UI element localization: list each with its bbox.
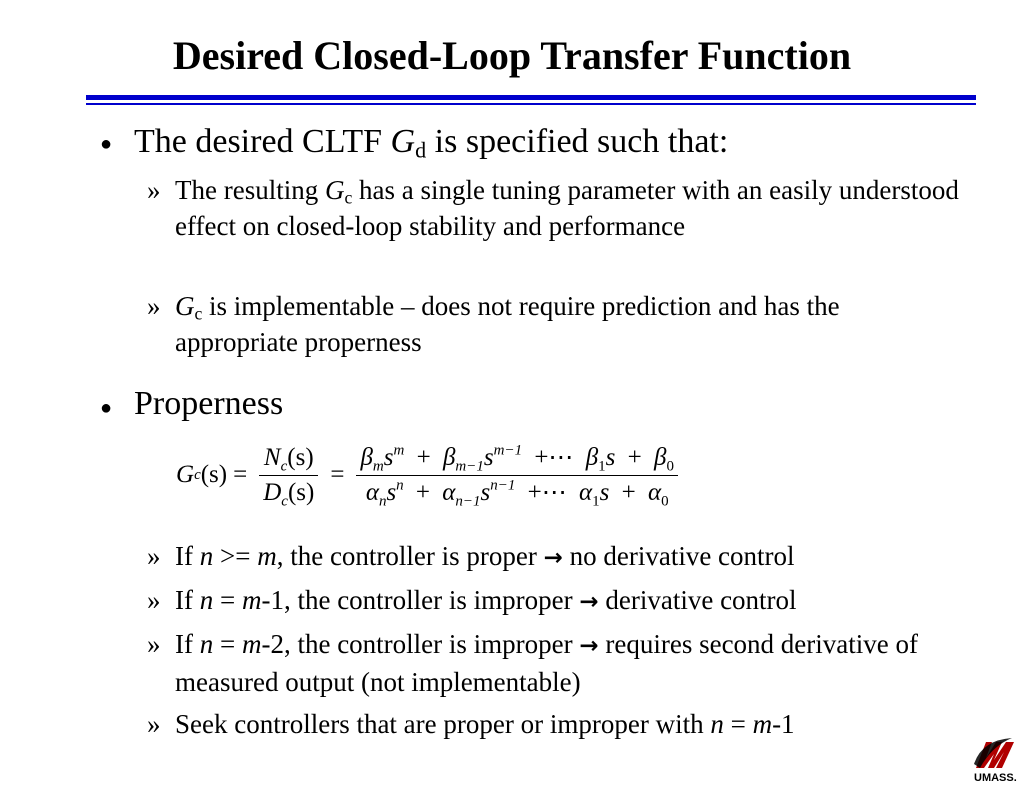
- numerator-polynomial: βmsm + βm−1sm−1 +⋯ β1s + β0: [360, 442, 674, 474]
- subbullet-proper: » If n >= m, the controller is proper → …: [147, 541, 795, 571]
- subbullet-seek-controllers: » Seek controllers that are proper or im…: [147, 709, 795, 739]
- title-rule-thin: [86, 103, 976, 105]
- subbullet-improper-m1: » If n = m-1, the controller is improper…: [147, 585, 797, 615]
- ratio-fraction: Nc(s) Dc(s): [259, 441, 319, 510]
- title-rule-thick: [86, 95, 976, 100]
- polynomial-fraction: βmsm + βm−1sm−1 +⋯ β1s + β0 αnsn + αn−1s…: [356, 441, 678, 510]
- subbullet-tuning-parameter: » The resulting Gc has a single tuning p…: [147, 175, 959, 241]
- slide-title: Desired Closed-Loop Transfer Function: [172, 33, 852, 78]
- subbullet-improper-m2: » If n = m-2, the controller is improper…: [147, 629, 918, 697]
- bullet-dot: ●: [100, 397, 113, 419]
- bullet-properness: Properness: [134, 385, 284, 422]
- umass-logo-text: UMASS.: [974, 772, 1017, 784]
- right-arrow-icon: →: [579, 633, 599, 659]
- denominator-polynomial: αnsn + αn−1sn−1 +⋯ α1s + α0: [365, 477, 669, 509]
- bullet-dot: ●: [100, 133, 113, 155]
- subbullet-implementable: » Gc is implementable – does not require…: [147, 291, 840, 357]
- umass-logo-icon: [974, 738, 1014, 768]
- right-arrow-icon: →: [579, 589, 599, 615]
- right-arrow-icon: →: [543, 545, 563, 571]
- bullet-desired-cltf: The desired CLTF Gd is specified such th…: [134, 123, 729, 163]
